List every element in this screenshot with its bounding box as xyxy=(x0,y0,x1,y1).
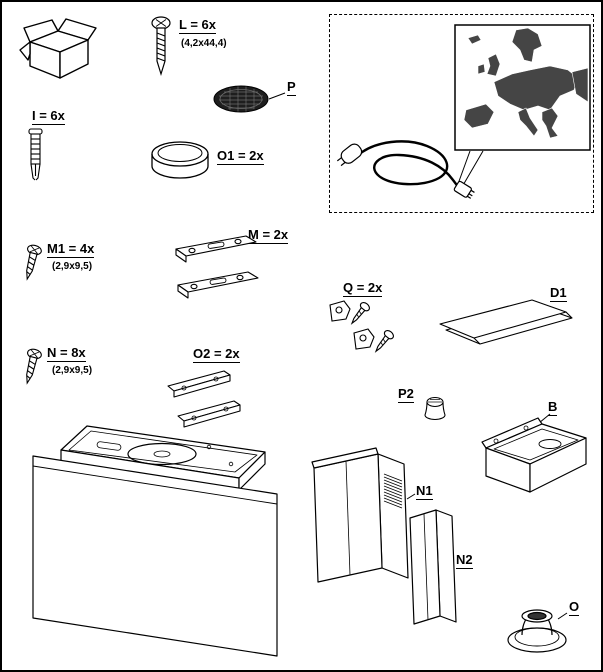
part-N-label: N = 8x xyxy=(47,345,86,363)
country-variant-dashed-box xyxy=(329,14,594,213)
part-I-label: I = 6x xyxy=(32,108,65,126)
part-M1-size: (2,9x9,5) xyxy=(52,261,93,272)
part-O2-label: O2 = 2x xyxy=(193,346,240,364)
part-L-size: (4,2x44,4) xyxy=(181,38,227,49)
part-O1-label: O1 = 2x xyxy=(217,148,264,166)
hood-body-icon xyxy=(32,425,278,657)
cap-P2-icon xyxy=(424,396,446,421)
power-cord-icon xyxy=(336,140,475,199)
part-Q-label: Q = 2x xyxy=(343,280,383,298)
bracket-M-icon xyxy=(175,235,259,299)
part-M-label: M = 2x xyxy=(248,227,289,245)
part-D1-label: D1 xyxy=(550,285,567,303)
part-B-label: B xyxy=(548,399,558,417)
part-P-label: P xyxy=(287,79,296,97)
part-N1-label: N1 xyxy=(416,483,433,501)
sheets-D1-icon xyxy=(439,299,573,345)
round-filter-icon xyxy=(213,85,269,113)
screw-N-icon xyxy=(26,348,42,385)
part-M1-label: M1 = 4x xyxy=(47,241,95,259)
box-B-icon xyxy=(481,417,587,493)
part-N2-label: N2 xyxy=(456,552,473,570)
flange-O-icon xyxy=(507,609,567,653)
chimney-N1-icon xyxy=(311,447,409,583)
part-N-size: (2,9x9,5) xyxy=(52,365,93,376)
europe-map xyxy=(454,24,591,151)
carton-box-icon xyxy=(19,18,97,79)
screw-M1-icon xyxy=(26,244,42,281)
mounting-ring-icon xyxy=(151,141,209,179)
chimney-N2-icon xyxy=(409,509,457,625)
bracket-Q-icon xyxy=(329,300,396,355)
part-L-label: L = 6x xyxy=(179,17,216,35)
part-P2-label: P2 xyxy=(398,386,414,404)
wall-plug-icon xyxy=(28,128,43,181)
screw-L-icon xyxy=(151,16,171,77)
part-O-label: O xyxy=(569,599,580,617)
